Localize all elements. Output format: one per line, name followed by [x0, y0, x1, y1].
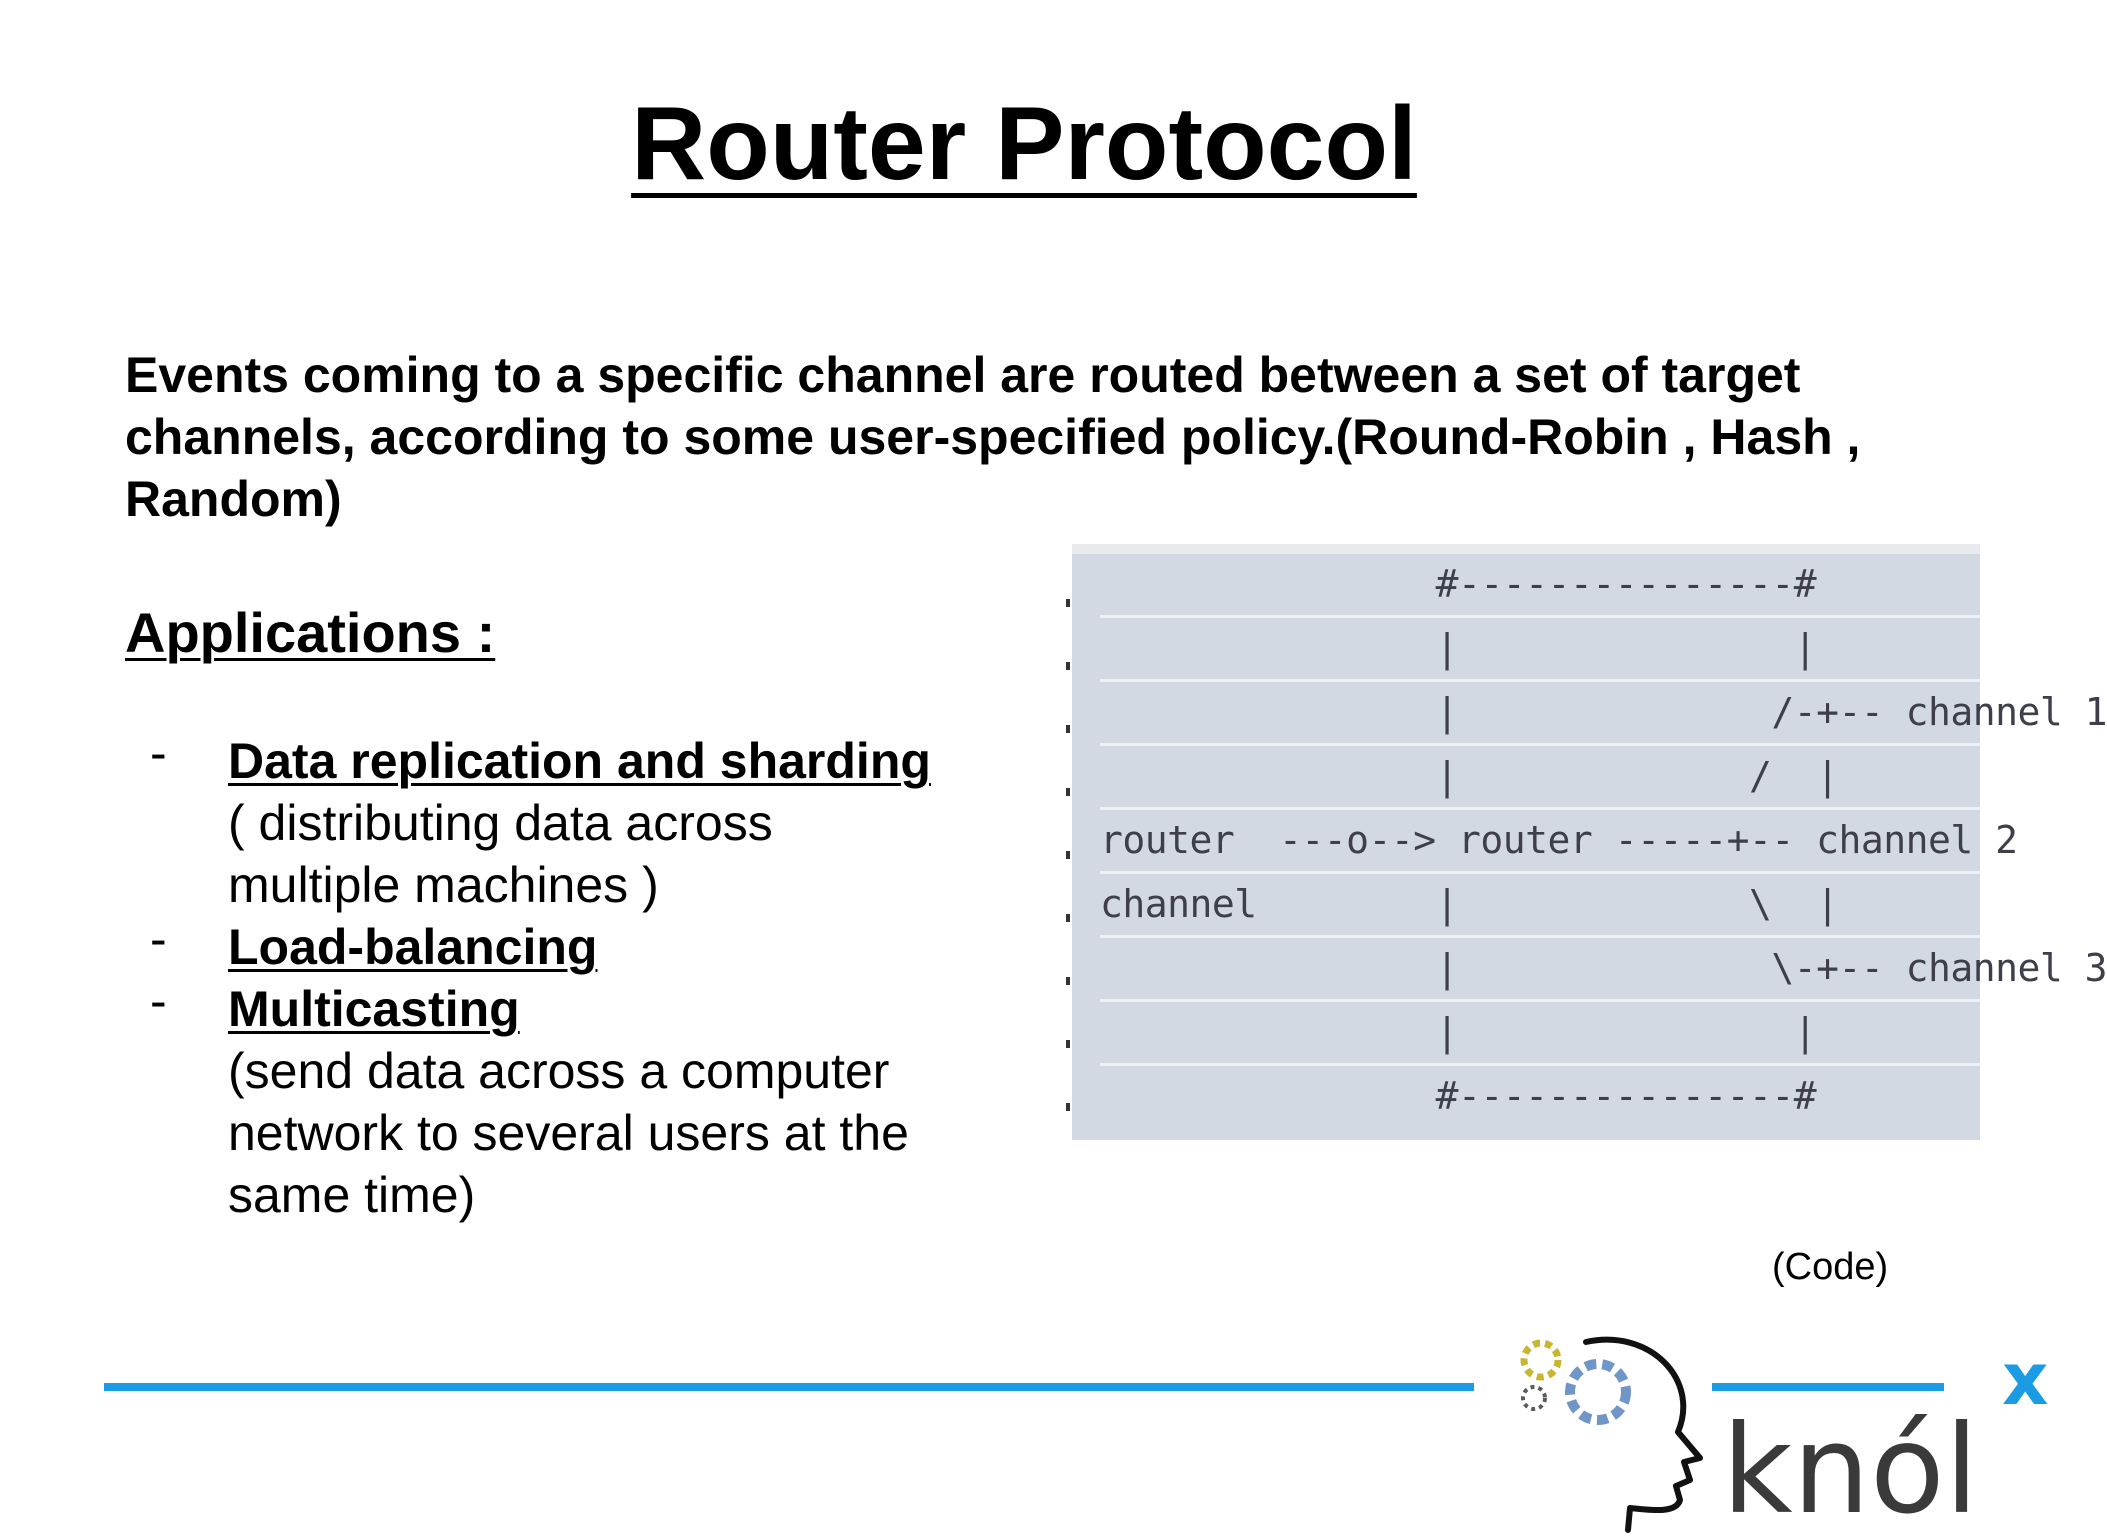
- diagram-gutter-dots: [1066, 554, 1074, 1140]
- diagram-row: | /-+-- channel 1: [1100, 682, 2107, 746]
- footer-rule-left: [104, 1383, 1474, 1391]
- application-description: (send data across a computer network to …: [228, 1043, 909, 1223]
- slide-title: Router Protocol: [631, 86, 1417, 202]
- list-item: - Load-balancing: [150, 911, 1000, 978]
- router-diagram: #---------------# | | | /-+-- channel 1 …: [1066, 544, 2107, 1140]
- gear-head-icon: [1520, 1336, 1703, 1533]
- applications-list: - Data replication and sharding ( distri…: [150, 725, 1000, 1226]
- application-description: ( distributing data across multiple mach…: [228, 795, 773, 913]
- list-item: - Data replication and sharding ( distri…: [150, 725, 1000, 916]
- diagram-row: | \-+-- channel 3: [1100, 938, 2107, 1002]
- code-link[interactable]: (Code): [1772, 1246, 1889, 1288]
- diagram-row: #---------------#: [1100, 554, 1980, 618]
- diagram-row: | / |: [1100, 746, 1980, 810]
- diagram-row: | |: [1100, 618, 1980, 682]
- intro-paragraph: Events coming to a specific channel are …: [125, 347, 1861, 527]
- list-item: - Multicasting (send data across a compu…: [150, 973, 1000, 1226]
- diagram-row: #---------------#: [1100, 1074, 1817, 1118]
- diagram-row: channel | \ |: [1100, 874, 1980, 938]
- application-name: Multicasting: [228, 981, 520, 1037]
- bullet-dash: -: [150, 725, 167, 781]
- bullet-dash: -: [150, 973, 167, 1029]
- application-name: Load-balancing: [228, 919, 598, 975]
- applications-heading: Applications :: [125, 601, 496, 664]
- diagram-row: | |: [1100, 1002, 1980, 1066]
- application-name: Data replication and sharding: [228, 733, 931, 789]
- logo-superscript: x: [2002, 1337, 2048, 1421]
- diagram-row: router ---o--> router -----+-- channel 2: [1100, 810, 2018, 874]
- logo-wordmark: knól: [1722, 1399, 1979, 1536]
- footer-rule-right: [1712, 1383, 1944, 1391]
- knolx-logo: knól x: [1520, 1336, 2048, 1536]
- bullet-dash: -: [150, 911, 167, 967]
